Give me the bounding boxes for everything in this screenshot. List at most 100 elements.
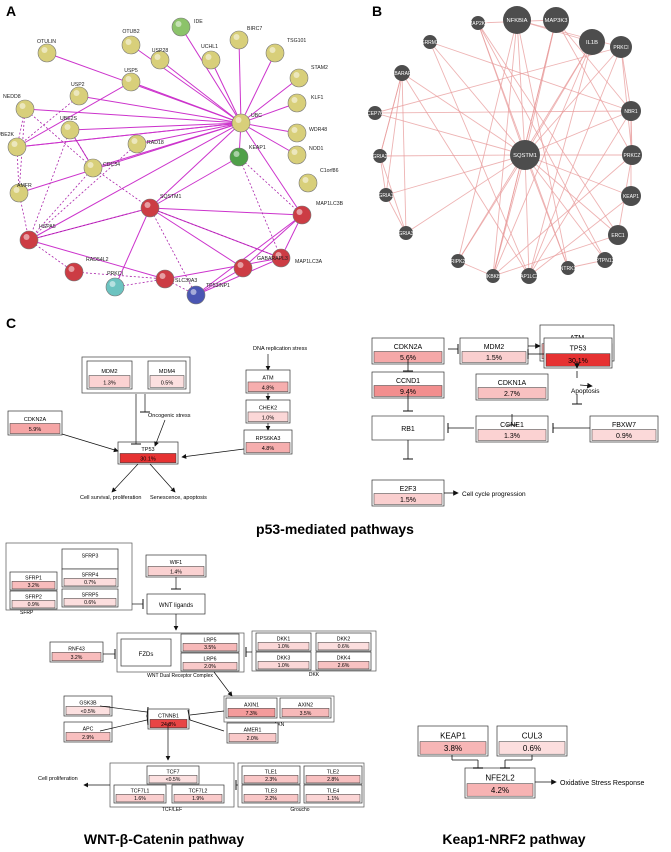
tcf7l2-value: 1.9% [192, 796, 204, 802]
amer1-value: 2.0% [247, 736, 259, 742]
network-a-node: STAM2 [289, 65, 328, 88]
mdm2-left-name: MDM2 [101, 369, 117, 375]
network-b-node-label: IL1B [586, 40, 598, 46]
network-a-edge [149, 207, 244, 269]
ctnnb1-name: CTNNB1 [158, 713, 179, 719]
network-b-node: SQSTM1 [510, 140, 540, 170]
dkk3-value: 1.0% [278, 663, 290, 669]
network-b-edge [401, 72, 407, 234]
mdm4-left-value: 0.5% [161, 381, 174, 387]
network-a-node: CDC34 [83, 158, 120, 178]
network-b-edge [379, 154, 526, 157]
network-b-edge [555, 19, 633, 156]
fbxw7-right-value: 0.9% [616, 433, 632, 440]
network-b-edge [516, 19, 569, 269]
network-a-node: C1orf86 [298, 168, 339, 193]
network-b-node: MAP2K5 [468, 16, 488, 30]
network-b-edge [524, 46, 622, 156]
cdkn2a-right-value: 5.6% [400, 355, 416, 362]
wnt-ligands-label: WNT ligands [159, 603, 193, 609]
rps6ka3-left-heat [245, 442, 291, 453]
network-a-node: NOD1 [287, 145, 324, 165]
network-b-node-label: MAP2K5 [468, 21, 488, 27]
network-a-node: KLF1 [287, 93, 324, 113]
network-a-edge [24, 108, 94, 169]
survival-label: Cell survival, proliferation [80, 495, 141, 501]
network-b-edge [429, 41, 632, 112]
fbxw7-right-name: FBXW7 [612, 422, 636, 429]
sfrp4-name: SFRP4 [82, 573, 99, 579]
network-b-edge [385, 154, 526, 196]
network-b-node: CEP76 [367, 106, 383, 120]
network-a-node: GABARAPL3 [233, 256, 288, 278]
nfe2l2-value: 4.2% [491, 786, 509, 795]
network-a-edge [240, 77, 300, 124]
tle4-heat [305, 794, 361, 803]
network-b-node: SRRM2 [421, 35, 439, 49]
mdm2-left-value: 1.3% [103, 381, 116, 387]
dkk4-value: 2.6% [338, 663, 350, 669]
network-a-node: OTULIN [37, 39, 57, 63]
network-b-node-label: ERC1 [611, 233, 625, 239]
network-b-edge [528, 41, 593, 277]
network-b-edge [477, 22, 619, 236]
network-a-node-label: IDE [194, 19, 203, 25]
rnf43-heat [51, 652, 102, 662]
proliferation-label: Cell proliferation [38, 776, 78, 782]
network-a-edge [149, 207, 197, 296]
mdm2-left-heat [88, 375, 131, 388]
network-a-node-label: KEAP1 [249, 145, 266, 151]
cdkn2a-left-heat [9, 423, 61, 434]
network-a-node-label: USP5 [124, 68, 138, 74]
network-b-edge [555, 19, 632, 112]
tle3-value: 2.2% [265, 796, 277, 802]
network-b-node: PRKCI [610, 36, 632, 58]
network-b-node-label: KEAP1 [623, 194, 639, 200]
rnf43-name: RNF43 [68, 646, 85, 652]
e2f3-right-heat [373, 493, 443, 505]
network-a-edge [130, 81, 242, 124]
lrp5-value: 3.5% [204, 645, 216, 651]
axin1-name: AXIN1 [244, 702, 259, 708]
axin2-name: AXIN2 [298, 702, 313, 708]
fzds-node [120, 638, 172, 667]
sfrp4-heat [63, 578, 117, 587]
p53-left-diagram: MDM21.3%MDM40.5%CDKN2A5.9%TP5330.1%ATM4.… [7, 346, 307, 501]
network-b-node: IKBKB [486, 269, 501, 283]
network-b-edge [620, 46, 633, 156]
wif1-value: 1.4% [170, 569, 182, 575]
dkk1-heat [257, 642, 310, 651]
network-a-edge [18, 122, 242, 194]
network-a-node-label: UCHL1 [201, 44, 218, 50]
network-a-node-label: NOD1 [309, 146, 324, 152]
network-b-node: GRIA3 [398, 226, 414, 240]
network-a-node-label: USP2 [71, 82, 85, 88]
network-b-edge [524, 154, 606, 261]
network-b-node-label: GRIA1 [378, 193, 393, 199]
network-a-edge [149, 156, 240, 209]
dkk2-heat [317, 642, 370, 651]
network-b-node-label: GRIA3 [398, 231, 413, 237]
sfrp2-heat [11, 600, 56, 609]
panel-label-a: A [6, 3, 16, 19]
network-a-edge [242, 214, 303, 269]
network-a-node: NEDD8 [3, 94, 35, 119]
oxidative-response-label: Oxidative Stress Response [560, 780, 645, 787]
axn-group-label: AXN [274, 722, 285, 728]
network-a-edge [149, 207, 282, 259]
network-a-node: SQSTM1 [140, 194, 181, 218]
fzds-label: FZDs [139, 652, 154, 658]
sfrp5-value: 0.6% [84, 600, 96, 606]
oncogenic-stress-label: Oncogenic stress [148, 413, 191, 419]
tle1-name: TLE1 [265, 770, 278, 776]
